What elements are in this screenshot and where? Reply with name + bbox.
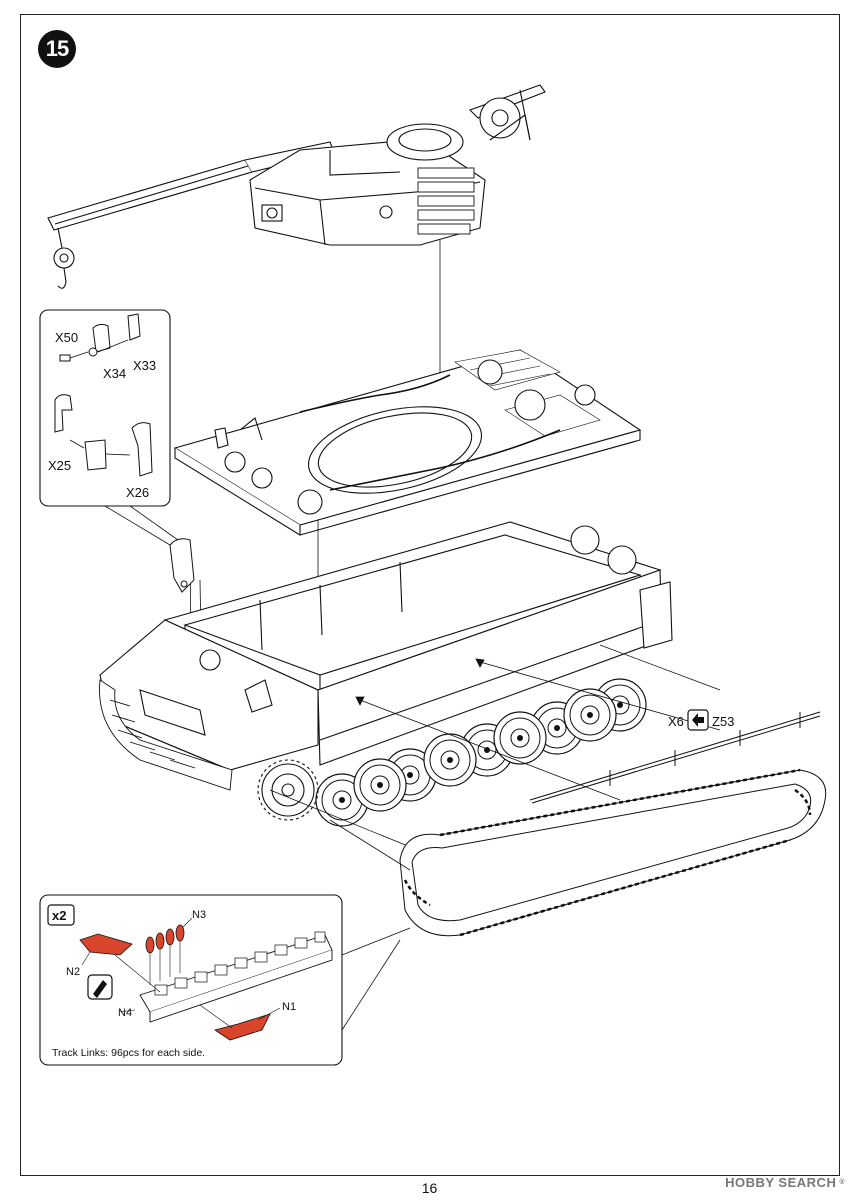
cable-bracket-callout: X50 X34 X33 X25 X26 [39, 309, 186, 546]
label-x6: X6 [668, 714, 684, 729]
label-n3: N3 [192, 909, 206, 921]
turret-assembly [47, 84, 546, 289]
watermark-brand: HOBBY SEARCH [725, 1175, 837, 1190]
label-n2: N2 [66, 966, 80, 978]
tow-cable-callout: X6 Z53 [668, 709, 734, 731]
assembly-arrows [269, 644, 721, 856]
label-x25: X25 [48, 458, 71, 473]
multiplier-badge [47, 904, 75, 926]
label-x26: X26 [126, 485, 149, 500]
label-x34: X34 [103, 366, 126, 381]
label-x33: X33 [133, 358, 156, 373]
label-x50: X50 [55, 330, 78, 345]
track-link-row [139, 931, 333, 1023]
instruction-page-frame [20, 14, 840, 1176]
track-links-note: Track Links: 96pcs for each side. [52, 1047, 205, 1059]
watermark-registered-mark: ® [839, 1179, 845, 1186]
cable-bracket-part [169, 538, 195, 593]
glue-cement-icon [87, 974, 113, 1000]
multiplier-text: x2 [52, 908, 66, 923]
label-z53: Z53 [712, 714, 734, 729]
hull-assembly [99, 521, 673, 771]
page-number: 16 [421, 1180, 438, 1196]
track-run [399, 768, 827, 937]
drive-sprocket [257, 759, 319, 821]
front-track-segment [99, 679, 233, 791]
tow-cable-rod [529, 711, 821, 804]
engine-deck-assembly [173, 349, 642, 536]
watermark: HOBBY SEARCH® [725, 1175, 845, 1190]
step-number-badge: 15 [38, 30, 76, 68]
label-n1: N1 [282, 1001, 296, 1013]
track-detail-callout: x2 [39, 894, 411, 1066]
orange-track-parts [79, 924, 271, 1041]
label-n4: N4 [118, 1007, 132, 1019]
